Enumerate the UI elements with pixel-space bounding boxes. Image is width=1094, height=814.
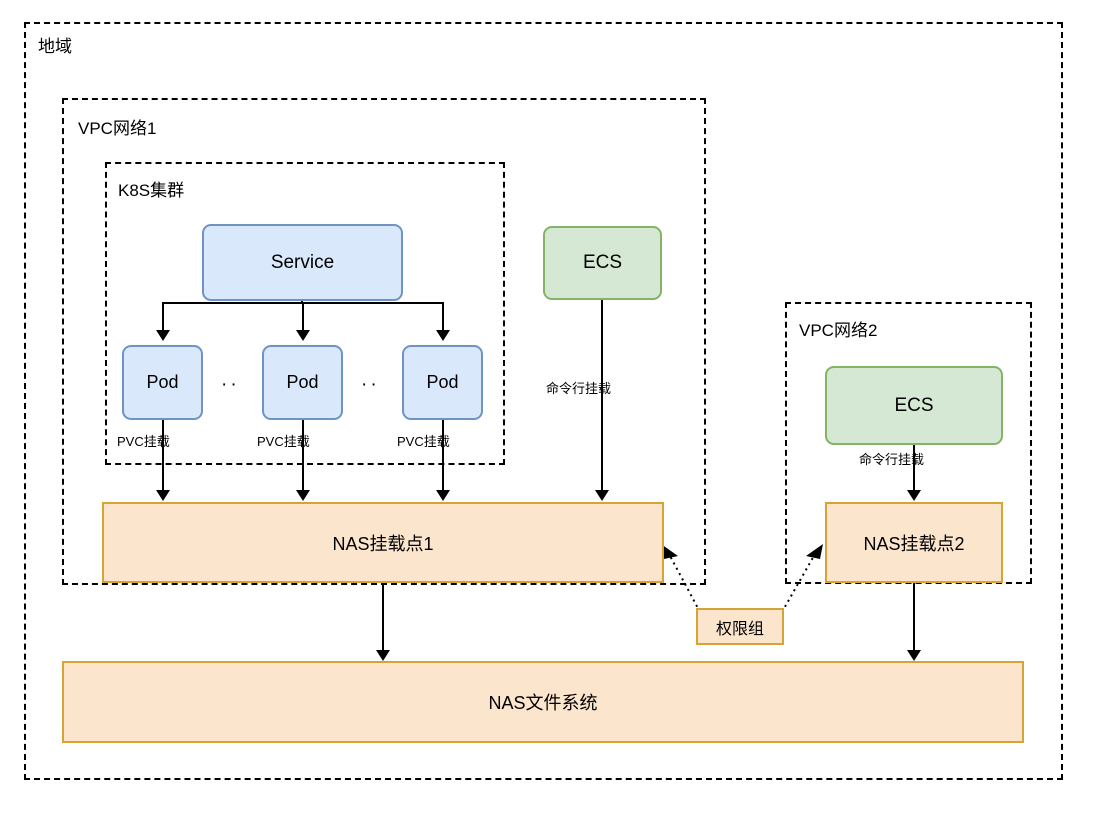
node-pod-2[interactable]: Pod (262, 345, 343, 420)
zone-vpc2 (785, 302, 1032, 584)
pod2-to-nas1-arrow (296, 490, 310, 501)
nas2-to-filesystem-line (913, 583, 915, 650)
nas1-to-filesystem-arrow (376, 650, 390, 661)
zone-vpc2-label: VPC网络2 (799, 321, 878, 340)
zone-region (24, 22, 1063, 780)
node-ecs-2[interactable]: ECS (825, 366, 1003, 445)
edge-label-pvc-mount-2: PVC挂载 (257, 434, 310, 449)
node-nas-mount-point-2[interactable]: NAS挂载点2 (825, 502, 1003, 583)
edge-label-cli-mount-1: 命令行挂载 (546, 381, 612, 396)
service-to-pod3-line (442, 302, 444, 330)
service-to-pod1-line (162, 302, 164, 330)
node-service[interactable]: Service (202, 224, 403, 301)
pod3-to-nas1-line (442, 420, 444, 490)
pod2-to-nas1-line (302, 420, 304, 490)
service-to-pod2-line (302, 302, 304, 330)
service-to-pod1-arrow (156, 330, 170, 341)
service-to-pod3-arrow (436, 330, 450, 341)
zone-vpc1-label: VPC网络1 (78, 119, 157, 138)
node-ecs-1[interactable]: ECS (543, 226, 662, 300)
pod-ellipsis-2: ·· (361, 374, 380, 395)
pod1-to-nas1-line (162, 420, 164, 490)
service-to-pod2-arrow (296, 330, 310, 341)
nas1-to-filesystem-line (382, 582, 384, 650)
ecs2-to-nas2-line (913, 445, 915, 490)
pod1-to-nas1-arrow (156, 490, 170, 501)
pod3-to-nas1-arrow (436, 490, 450, 501)
ecs1-to-nas1-line (601, 300, 603, 490)
nas2-to-filesystem-arrow (907, 650, 921, 661)
node-permission-group[interactable]: 权限组 (696, 608, 784, 645)
zone-vpc1 (62, 98, 706, 585)
zone-k8s-cluster-label: K8S集群 (118, 181, 185, 200)
edge-label-pvc-mount-3: PVC挂载 (397, 434, 450, 449)
ecs2-to-nas2-arrow (907, 490, 921, 501)
edge-label-cli-mount-2: 命令行挂载 (859, 452, 925, 467)
node-nas-filesystem[interactable]: NAS文件系统 (62, 661, 1024, 743)
zone-region-label: 地域 (38, 37, 72, 56)
ecs1-to-nas1-arrow (595, 490, 609, 501)
edge-label-pvc-mount-1: PVC挂载 (117, 434, 170, 449)
node-pod-3[interactable]: Pod (402, 345, 483, 420)
node-nas-mount-point-1[interactable]: NAS挂载点1 (102, 502, 664, 583)
pod-ellipsis-1: ·· (221, 374, 240, 395)
node-pod-1[interactable]: Pod (122, 345, 203, 420)
zone-k8s-cluster (105, 162, 505, 465)
